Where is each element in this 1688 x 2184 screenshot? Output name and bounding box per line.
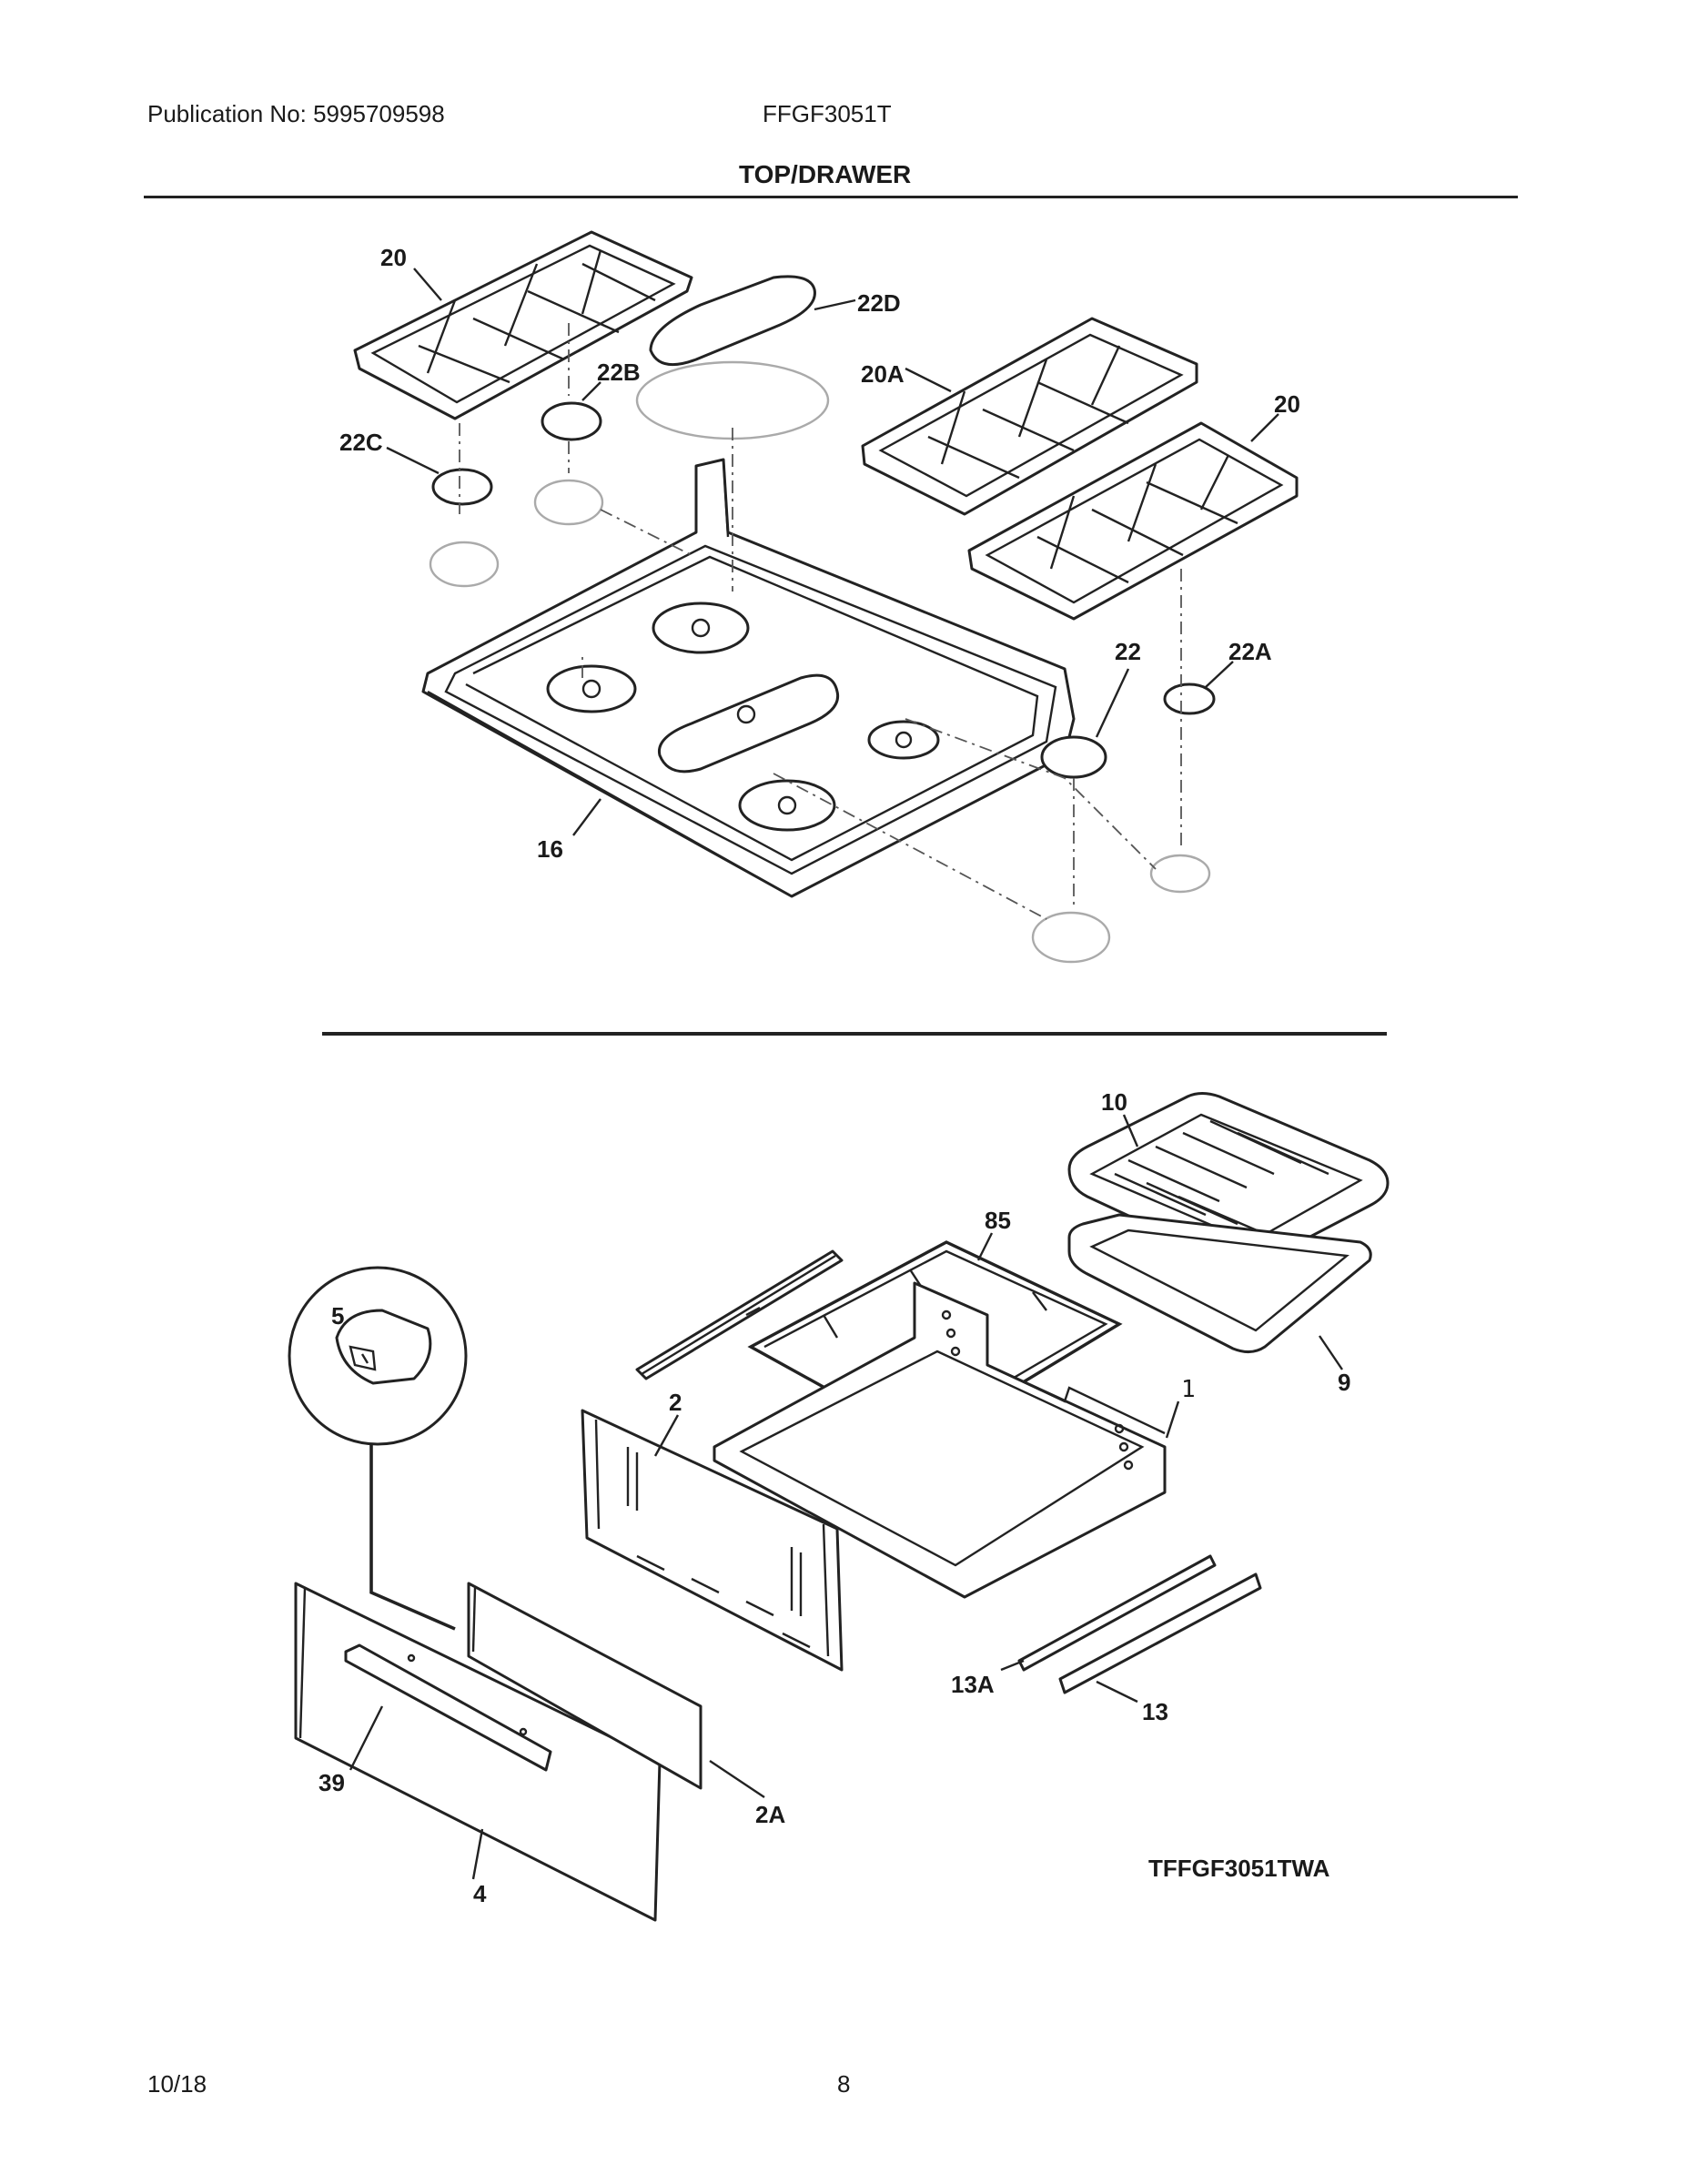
- burner-cap-22c: [431, 468, 493, 506]
- drawer-back-panel: [581, 1409, 844, 1672]
- page-title: TOP/DRAWER: [739, 160, 912, 188]
- footer-page-number: 8: [837, 2070, 851, 2098]
- callout-20a: 20A: [861, 360, 905, 388]
- publication-number: Publication No: 5995709598: [147, 100, 445, 127]
- callout-2a: 2A: [755, 1801, 785, 1828]
- callout-20-right: 20: [1274, 390, 1300, 418]
- diagram-code: TFFGF3051TWA: [1148, 1855, 1330, 1882]
- callout-22b: 22B: [597, 359, 641, 386]
- callout-9: 9: [1338, 1369, 1350, 1396]
- drawer-slide-left-detail: [641, 1254, 836, 1376]
- callout-22d: 22D: [857, 289, 901, 317]
- callout-22: 22: [1115, 638, 1141, 665]
- section-divider: [322, 1032, 1387, 1036]
- broiler-pan: [1067, 1213, 1372, 1353]
- callout-10: 10: [1101, 1088, 1127, 1116]
- burner-head-ghost-3: [1031, 911, 1111, 964]
- griddle-ghost: [635, 360, 830, 440]
- footer-date: 10/18: [147, 2070, 207, 2098]
- callout-5: 5: [331, 1302, 344, 1330]
- callout-13a: 13A: [951, 1671, 995, 1698]
- burner-cap-22b: [541, 401, 602, 441]
- callout-22a: 22A: [1228, 638, 1272, 665]
- callout-22c: 22C: [339, 429, 383, 456]
- burner-head-ghost-4: [1149, 854, 1211, 894]
- callout-20-left: 20: [380, 244, 407, 271]
- drawer-body: [713, 1281, 1167, 1599]
- grate-center-20a: [861, 317, 1198, 516]
- callout-4: 4: [473, 1880, 487, 1907]
- callout-39: 39: [318, 1769, 345, 1796]
- drawer-slide-13a: [1017, 1554, 1217, 1672]
- header-divider: [144, 196, 1518, 198]
- grate-right-20: [967, 421, 1299, 621]
- drawer-front: [294, 1582, 662, 1922]
- burner-head-ghost-1: [533, 479, 604, 526]
- griddle-cover: [649, 275, 816, 367]
- leader-lines: [349, 268, 1343, 1880]
- detail-magnifier: [288, 1266, 468, 1631]
- top-assembly-lines: [459, 323, 1182, 920]
- burner-cap-22: [1040, 735, 1107, 779]
- drawer-slide-13: [1058, 1572, 1262, 1694]
- callout-85: 85: [985, 1207, 1011, 1234]
- model-number: FFGF3051T: [763, 100, 892, 127]
- callout-2: 2: [669, 1389, 682, 1416]
- burner-head-ghost-2: [429, 541, 500, 588]
- callout-1: 1: [1181, 1376, 1196, 1403]
- callout-13: 13: [1142, 1698, 1168, 1725]
- drawer-inner-panel: [467, 1582, 702, 1790]
- cooktop-panel: [421, 458, 1076, 898]
- grate-left: [353, 230, 693, 420]
- callout-16: 16: [537, 835, 563, 863]
- burner-cap-22a: [1163, 682, 1216, 715]
- drawer-handle: [344, 1643, 552, 1772]
